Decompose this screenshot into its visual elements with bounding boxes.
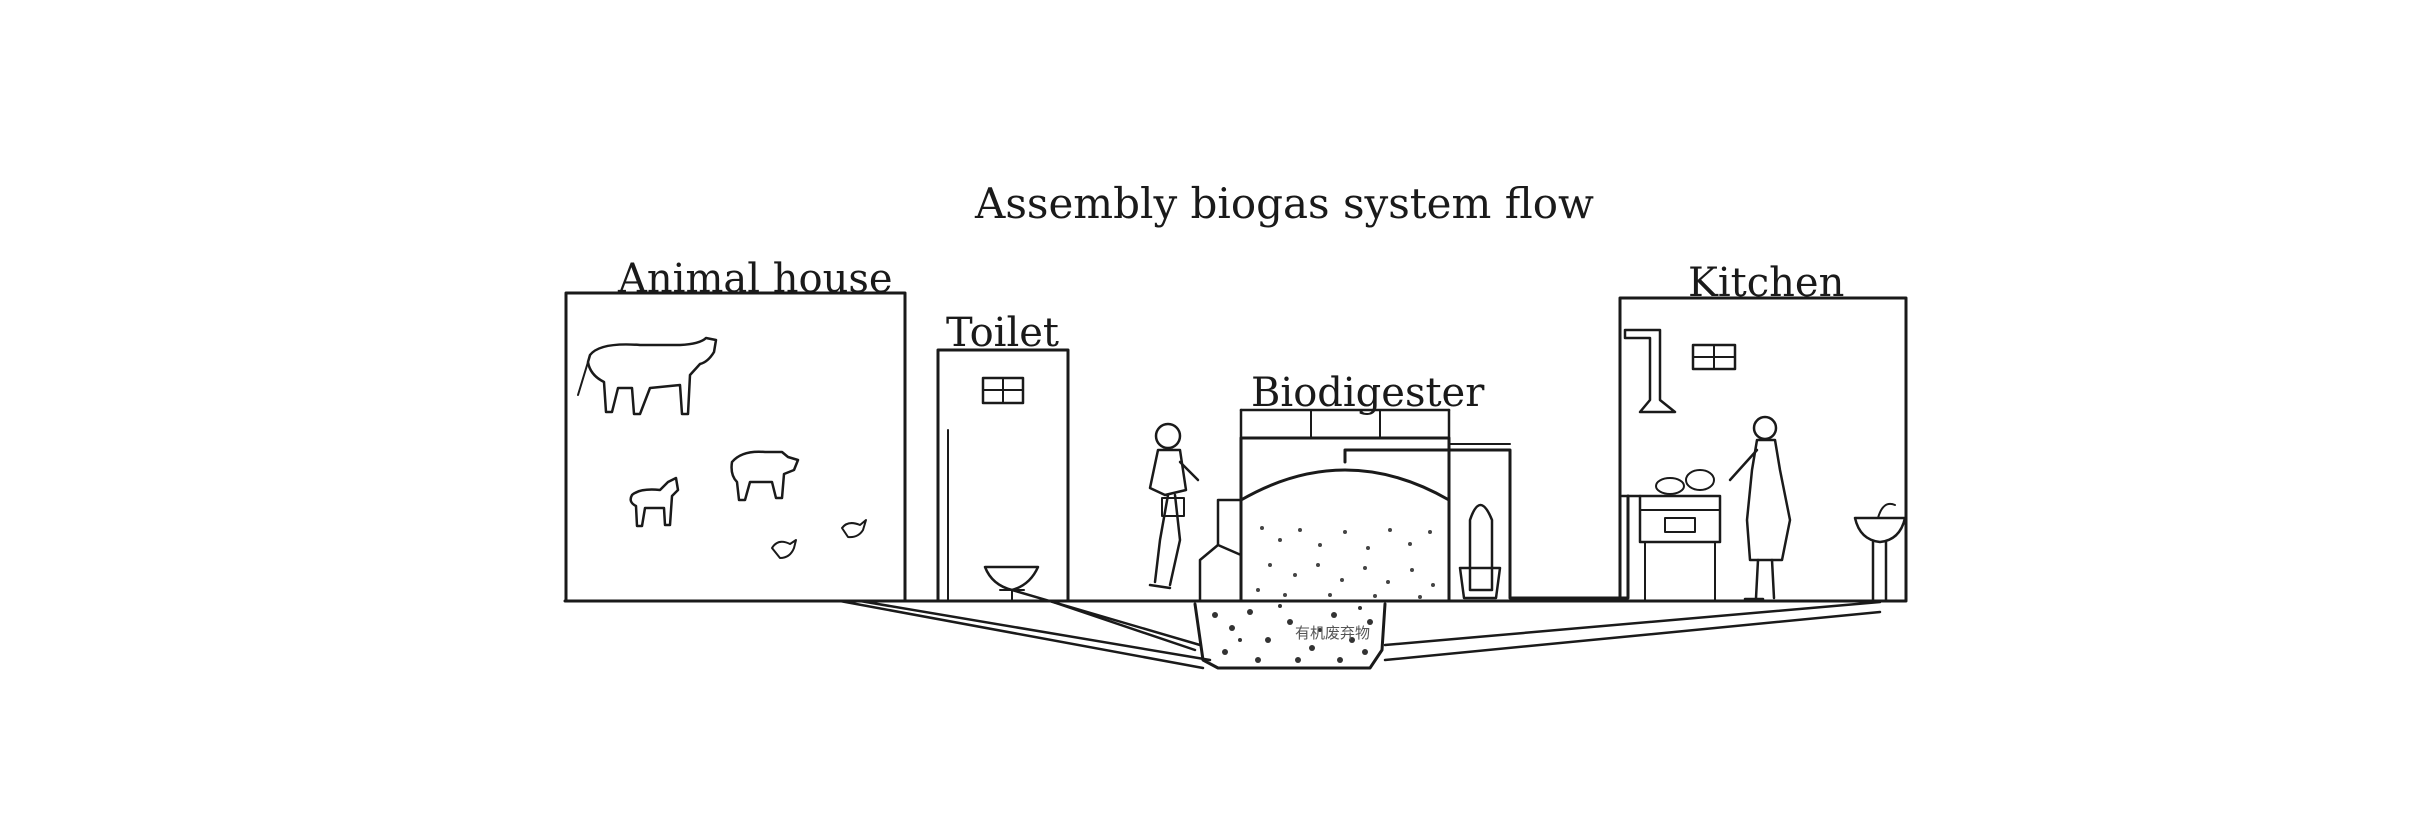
chicken-icon bbox=[771, 539, 797, 559]
animal-house-label: Animal house bbox=[618, 256, 893, 302]
fermentation-chamber bbox=[1193, 602, 1387, 670]
toilet-label: Toilet bbox=[946, 310, 1059, 356]
window-icon bbox=[981, 376, 1025, 405]
kitchen-building bbox=[1618, 296, 1908, 603]
pig-icon bbox=[730, 450, 800, 502]
underground-pipes bbox=[838, 588, 1882, 670]
inlet-pipe bbox=[1198, 498, 1243, 603]
cow-icon bbox=[577, 336, 718, 416]
toilet-building bbox=[936, 348, 1070, 603]
goat-icon bbox=[629, 476, 680, 528]
worker-person-icon bbox=[1148, 422, 1200, 590]
stove-icon bbox=[1638, 469, 1722, 602]
waste-chamber-label: 有机废弃物 bbox=[1295, 624, 1371, 642]
animal-house-building bbox=[564, 291, 907, 603]
kitchen-label: Kitchen bbox=[1688, 260, 1845, 306]
exhaust-hood-icon bbox=[1623, 328, 1677, 414]
rubble-texture bbox=[1212, 604, 1373, 663]
biodigester-tank bbox=[1239, 408, 1451, 603]
sink-icon bbox=[1853, 502, 1907, 603]
diagram-title: Assembly biogas system flow bbox=[975, 179, 1594, 228]
chicken-icon bbox=[841, 519, 867, 539]
slurry-texture bbox=[1256, 526, 1435, 599]
outlet-bucket-icon bbox=[1458, 503, 1502, 600]
window-icon bbox=[1691, 343, 1737, 371]
biodigester-label: Biodigester bbox=[1251, 370, 1485, 416]
gas-pipe bbox=[1343, 443, 1642, 600]
cook-person-icon bbox=[1728, 415, 1792, 601]
